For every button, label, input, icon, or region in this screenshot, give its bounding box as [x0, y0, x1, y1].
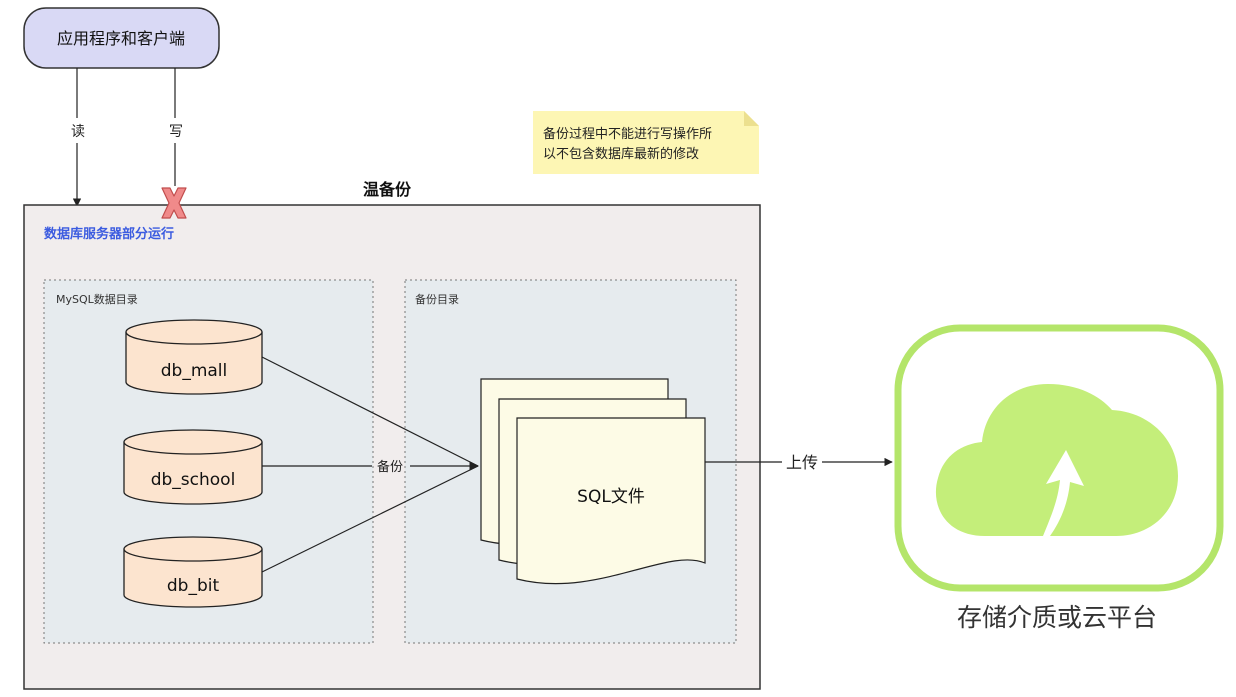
database-cylinder: db_bit [123, 536, 263, 608]
sql-file-stack: SQL文件 [480, 378, 706, 585]
cloud-label: 存储介质或云平台 [957, 603, 1157, 632]
database-label: db_mall [161, 361, 228, 381]
server-label: 数据库服务器部分运行 [44, 226, 174, 242]
database-cylinder: db_mall [125, 319, 263, 395]
write-blocked-cross-icon [161, 187, 187, 219]
cloud-upload-icon [894, 324, 1224, 592]
database-label: db_school [151, 470, 236, 490]
mysql-data-directory: MySQL数据目录 db_mall db_school db_bit [43, 279, 374, 644]
database-cylinder: db_school [123, 429, 263, 505]
backup-edges: 备份 [261, 356, 479, 573]
write-label: 写 [169, 124, 183, 140]
note: 备份过程中不能进行写操作所 以不包含数据库最新的修改 [533, 111, 759, 174]
write-edge: 写 [169, 68, 183, 186]
client-label: 应用程序和客户端 [57, 29, 185, 48]
backup-dir-label: 备份目录 [415, 292, 459, 306]
note-line-2: 以不包含数据库最新的修改 [543, 146, 699, 162]
read-edge: 读 [71, 68, 85, 207]
note-line-1: 备份过程中不能进行写操作所 [543, 126, 712, 142]
backup-label: 备份 [377, 459, 403, 475]
sql-file-label: SQL文件 [577, 487, 645, 507]
mysql-dir-label: MySQL数据目录 [56, 292, 138, 306]
read-label: 读 [71, 123, 85, 140]
upload-edge: 上传 [705, 453, 893, 472]
backup-directory: 备份目录 SQL文件 [404, 279, 737, 644]
database-label: db_bit [167, 576, 220, 596]
upload-label: 上传 [786, 453, 818, 472]
diagram-title: 温备份 [362, 180, 412, 199]
client-node: 应用程序和客户端 [23, 7, 220, 69]
